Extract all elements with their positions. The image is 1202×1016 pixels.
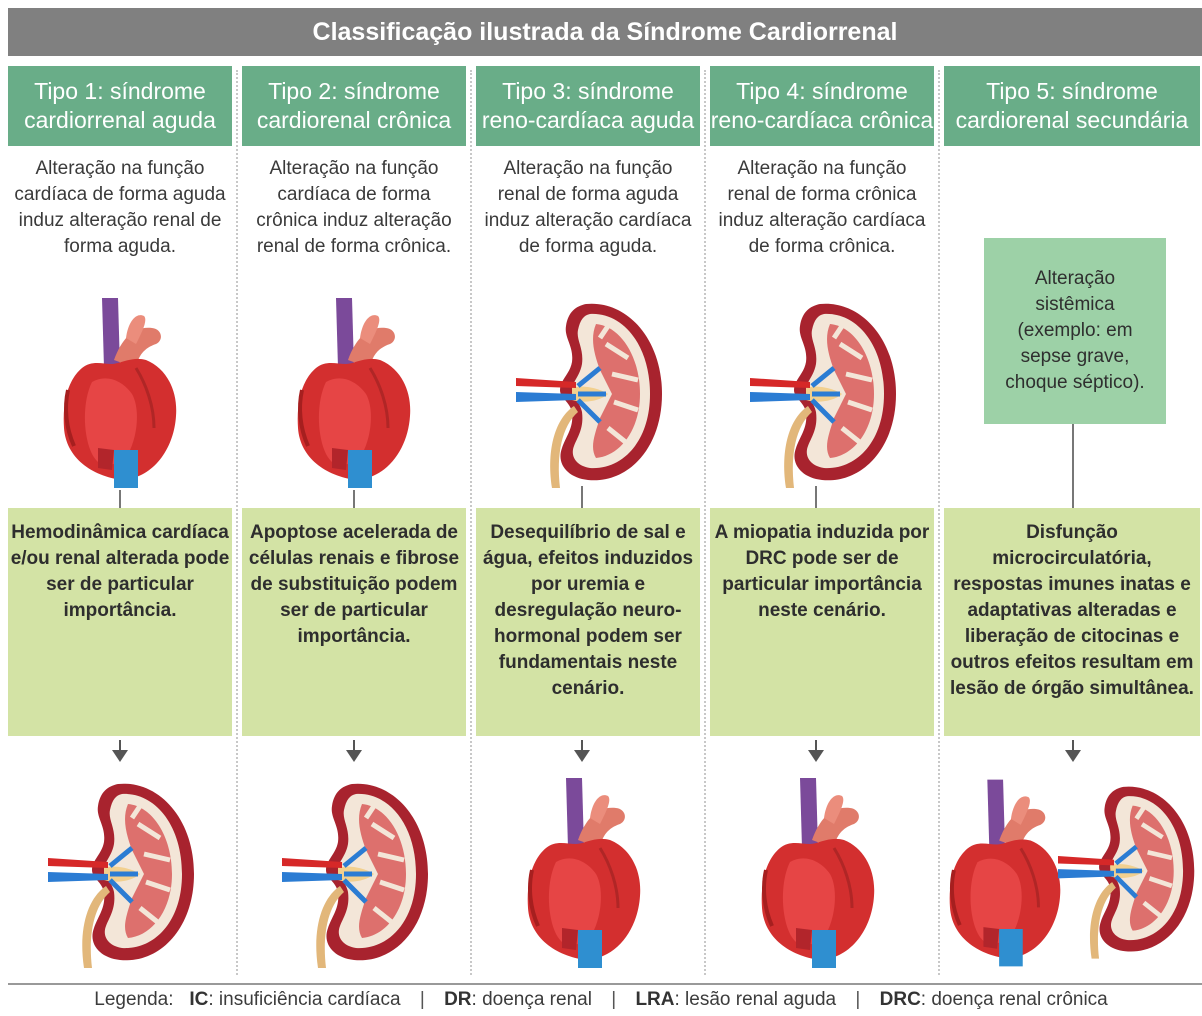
legend: Legenda: IC: insuficiência cardíaca | DR…: [0, 988, 1202, 1012]
heart-icon: [296, 298, 416, 488]
column-divider: [470, 70, 472, 975]
type-4-mechanism: A miopatia induzida por DRC pode ser de …: [710, 508, 934, 736]
heart-icon: [526, 778, 646, 968]
heart-icon: [62, 298, 182, 488]
connector-line: [119, 490, 121, 508]
connector-line: [1072, 424, 1074, 508]
legend-divider: [8, 983, 1202, 985]
column-divider: [704, 70, 706, 975]
type-5-header-line2: cardiorenal secundária: [956, 106, 1189, 135]
legend-separator: |: [855, 989, 860, 1010]
type-5-mechanism: Disfunção microcirculatória, respostas i…: [944, 508, 1200, 736]
kidney-icon: [516, 298, 666, 488]
legend-abbr-lra: LRA: [635, 989, 674, 1010]
arrow-stem: [119, 740, 121, 750]
legend-text-ic: : insuficiência cardíaca: [208, 989, 400, 1010]
column-divider: [236, 70, 238, 975]
type-3-description: Alteração na função renal de forma aguda…: [480, 156, 696, 260]
type-5-header-line1: Tipo 5: síndrome: [956, 77, 1189, 106]
type-1-mechanism: Hemodinâmica cardíaca e/ou renal alterad…: [8, 508, 232, 736]
type-1-description: Alteração na função cardíaca de forma ag…: [12, 156, 228, 260]
kidney-icon: [282, 778, 432, 968]
type-4-header-line1: Tipo 4: síndrome: [711, 77, 933, 106]
type-4-header-line2: reno-cardíaca crônica: [711, 106, 933, 135]
legend-text-drc: : doença renal crônica: [921, 989, 1108, 1010]
legend-abbr-ic: IC: [189, 989, 208, 1010]
arrow-stem: [581, 740, 583, 750]
kidney-icon: [750, 298, 900, 488]
type-2-description: Alteração na função cardíaca de forma cr…: [246, 156, 462, 260]
legend-separator: |: [611, 989, 616, 1010]
type-3-mechanism: Desequilíbrio de sal e água, efeitos ind…: [476, 508, 700, 736]
systemic-alteration-text: Alteração sistêmica (exemplo: em sepse g…: [984, 266, 1166, 396]
type-2-header-line2: cardiorenal crônica: [257, 106, 451, 135]
arrow-down-icon: [808, 750, 824, 762]
diagram-title: Classificação ilustrada da Síndrome Card…: [8, 8, 1202, 56]
arrow-stem: [353, 740, 355, 750]
type-2-mechanism: Apoptose acelerada de células renais e f…: [242, 508, 466, 736]
type-4-description: Alteração na função renal de forma crôni…: [714, 156, 930, 260]
column-divider: [938, 70, 940, 975]
type-1-header-line2: cardiorrenal aguda: [24, 106, 216, 135]
heart-icon: [948, 778, 1066, 968]
legend-prefix: Legenda:: [94, 989, 173, 1010]
kidney-icon: [1058, 780, 1198, 960]
legend-text-dr: : doença renal: [472, 989, 592, 1010]
type-3-header-line2: reno-cardíaca aguda: [482, 106, 694, 135]
connector-line: [815, 486, 817, 508]
connector-line: [353, 490, 355, 508]
heart-icon: [760, 778, 880, 968]
arrow-down-icon: [1065, 750, 1081, 762]
arrow-down-icon: [112, 750, 128, 762]
systemic-alteration-box: Alteração sistêmica (exemplo: em sepse g…: [984, 238, 1166, 424]
arrow-stem: [815, 740, 817, 750]
arrow-stem: [1072, 740, 1074, 750]
legend-abbr-dr: DR: [444, 989, 471, 1010]
type-2-header-line1: Tipo 2: síndrome: [257, 77, 451, 106]
connector-line: [581, 486, 583, 508]
kidney-icon: [48, 778, 198, 968]
arrow-down-icon: [574, 750, 590, 762]
legend-abbr-drc: DRC: [880, 989, 921, 1010]
legend-separator: |: [420, 989, 425, 1010]
legend-text-lra: : lesão renal aguda: [675, 989, 837, 1010]
arrow-down-icon: [346, 750, 362, 762]
type-3-header-line1: Tipo 3: síndrome: [482, 77, 694, 106]
type-1-header-line1: Tipo 1: síndrome: [24, 77, 216, 106]
